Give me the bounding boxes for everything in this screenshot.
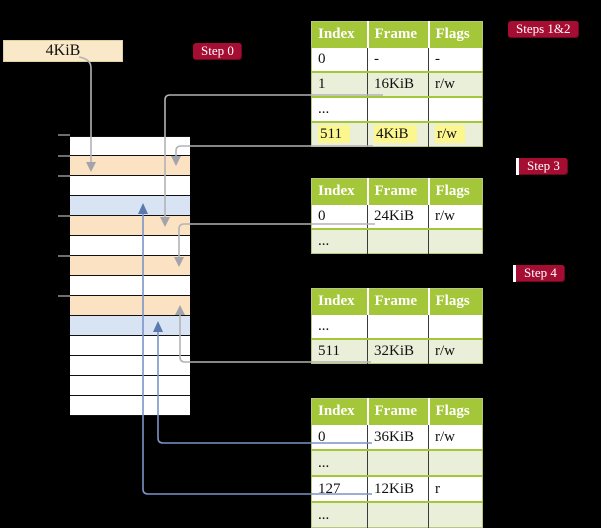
memory-row-mapped	[70, 196, 190, 216]
table-row: 511 32KiB r/w	[311, 338, 483, 364]
table-row: 0 36KiB r/w	[311, 423, 483, 450]
root-pointer-box: 4KiB	[3, 40, 123, 62]
cell-flags	[428, 96, 483, 122]
cell-frame	[367, 501, 429, 528]
cell-index: ...	[311, 449, 368, 476]
table-header-row: Index Frame Flags	[311, 288, 483, 315]
col-header-index: Index	[311, 178, 369, 205]
cell-frame: 12KiB	[367, 475, 429, 502]
memory-row-pagetable	[70, 256, 190, 276]
cell-index: ...	[311, 313, 368, 339]
cell-index: 0	[311, 423, 368, 450]
address-tick-marks	[58, 134, 70, 297]
col-header-frame: Frame	[367, 288, 430, 315]
memory-row-pagetable	[70, 296, 190, 316]
table-row: ...	[311, 449, 483, 476]
highlighted-value: 4KiB	[374, 125, 417, 143]
cell-index: 0	[311, 203, 368, 229]
memory-row-mapped	[70, 316, 190, 336]
memory-row-plain	[70, 236, 190, 256]
memory-row-plain	[70, 336, 190, 356]
badge-step-0: Step 0	[193, 43, 242, 60]
badge-steps-1-2: Steps 1&2	[508, 21, 579, 38]
col-header-index: Index	[311, 21, 369, 48]
memory-row-plain	[70, 396, 190, 416]
memory-row-plain	[70, 376, 190, 396]
cell-index: 0	[311, 46, 368, 72]
cell-frame	[367, 313, 429, 339]
cell-index: ...	[311, 96, 368, 122]
cell-frame: 36KiB	[367, 423, 429, 450]
cell-frame	[367, 228, 429, 254]
cell-index: 1	[311, 71, 368, 97]
memory-row-plain	[70, 276, 190, 296]
cell-flags	[428, 228, 483, 254]
col-header-frame: Frame	[367, 178, 430, 205]
cell-index: 511	[311, 121, 368, 147]
table-header-row: Index Frame Flags	[311, 398, 483, 425]
cell-frame	[367, 96, 429, 122]
cell-index: 127	[311, 475, 368, 502]
col-header-flags: Flags	[428, 21, 483, 48]
table-row: ...	[311, 228, 483, 254]
cell-frame	[367, 449, 429, 476]
table-row: 127 12KiB r	[311, 475, 483, 502]
cell-flags	[428, 501, 483, 528]
table-header-row: Index Frame Flags	[311, 178, 483, 205]
cell-flags: r/w	[428, 71, 483, 97]
cell-frame: 4KiB	[367, 121, 429, 147]
cell-frame: 16KiB	[367, 71, 429, 97]
page-table-steps-1-2: Index Frame Flags 0 - - 1 16KiB r/w ... …	[311, 21, 483, 147]
table-row: ...	[311, 501, 483, 528]
memory-row-plain	[70, 356, 190, 376]
cell-flags: r/w	[428, 423, 483, 450]
badge-step-3: Step 3	[516, 158, 568, 175]
physical-memory-stack	[70, 136, 190, 416]
memory-row-pagetable	[70, 216, 190, 236]
badge-step-4: Step 4	[513, 265, 565, 282]
col-header-flags: Flags	[428, 398, 483, 425]
table-row: 1 16KiB r/w	[311, 71, 483, 97]
table-row-highlighted: 511 4KiB r/w	[311, 121, 483, 147]
connector-entry511-to-4kib	[171, 145, 373, 166]
col-header-index: Index	[311, 398, 369, 425]
cell-frame: -	[367, 46, 429, 72]
cell-index: 511	[311, 338, 368, 364]
col-header-frame: Frame	[367, 398, 430, 425]
col-header-frame: Frame	[367, 21, 430, 48]
memory-row-plain	[70, 136, 190, 156]
cell-flags	[428, 449, 483, 476]
cell-flags: r/w	[428, 121, 483, 147]
table-header-row: Index Frame Flags	[311, 21, 483, 48]
memory-row-pagetable	[70, 156, 190, 176]
table-row: 0 24KiB r/w	[311, 203, 483, 229]
col-header-flags: Flags	[428, 178, 483, 205]
highlighted-value: 511	[318, 125, 350, 143]
cell-index: ...	[311, 501, 368, 528]
table-row: 0 - -	[311, 46, 483, 72]
page-table-step-3: Index Frame Flags 0 24KiB r/w ...	[311, 178, 483, 254]
cell-flags: -	[428, 46, 483, 72]
cell-flags	[428, 313, 483, 339]
page-table-step-4: Index Frame Flags ... 511 32KiB r/w	[311, 288, 483, 364]
col-header-index: Index	[311, 288, 369, 315]
cell-frame: 24KiB	[367, 203, 429, 229]
page-table-final: Index Frame Flags 0 36KiB r/w ... 127 12…	[311, 398, 483, 528]
table-row: ...	[311, 313, 483, 339]
cell-flags: r/w	[428, 338, 483, 364]
cell-flags: r/w	[428, 203, 483, 229]
table-row: ...	[311, 96, 483, 122]
cell-flags: r	[428, 475, 483, 502]
memory-row-plain	[70, 176, 190, 196]
highlighted-value: r/w	[435, 125, 465, 143]
col-header-flags: Flags	[428, 288, 483, 315]
cell-index: ...	[311, 228, 368, 254]
cell-frame: 32KiB	[367, 338, 429, 364]
